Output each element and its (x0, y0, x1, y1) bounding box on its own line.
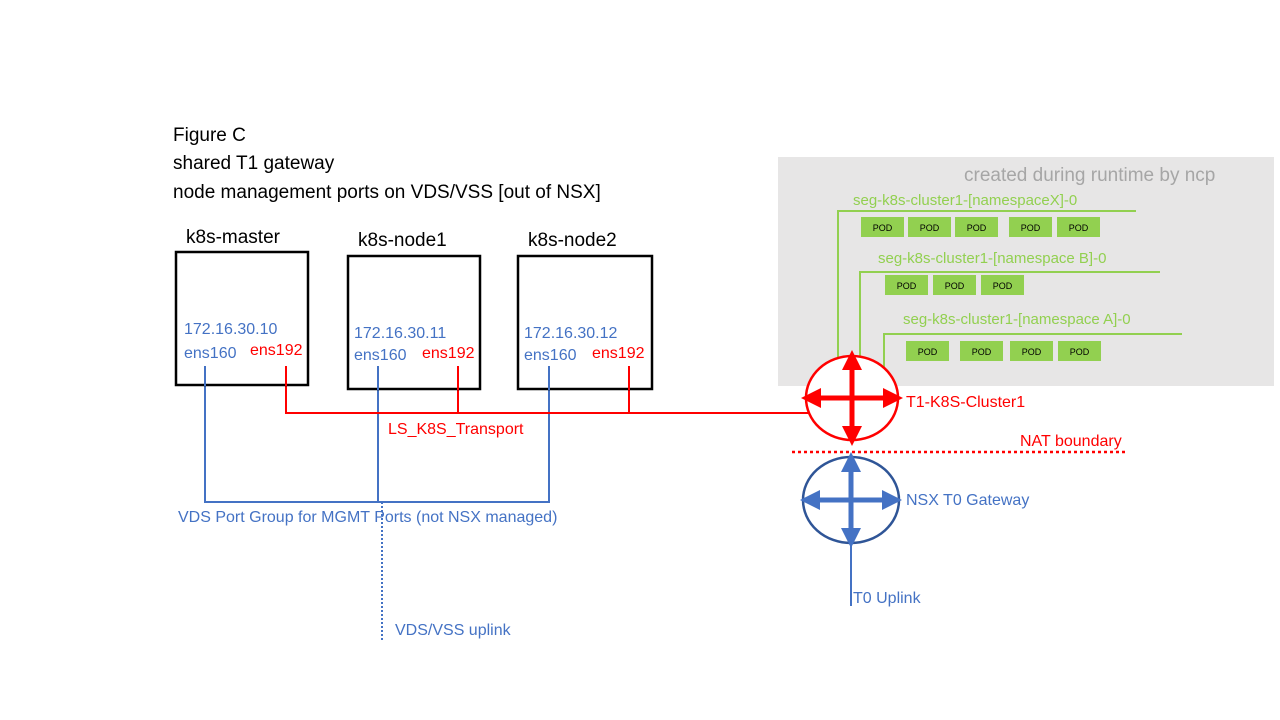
pod-label: POD (918, 347, 938, 357)
pod (885, 275, 928, 295)
pod-label: POD (972, 347, 992, 357)
node-mgmt-interface: ens160 (184, 345, 237, 362)
pod-label: POD (897, 281, 917, 291)
pod-label: POD (1070, 347, 1090, 357)
node-interface-stubs (204, 366, 630, 390)
figure-title-line2: shared T1 gateway (173, 153, 335, 174)
pod-label: POD (1069, 223, 1089, 233)
pod (1009, 217, 1052, 237)
pod-label: POD (967, 223, 987, 233)
node-ip: 172.16.30.11 (354, 325, 446, 342)
node-mgmt-interface: ens160 (524, 347, 577, 364)
segment-namespace-x: seg-k8s-cluster1-[namespaceX]-0 POD POD … (837, 192, 1136, 392)
pod (906, 341, 949, 361)
pod-label: POD (920, 223, 940, 233)
pod (981, 275, 1024, 295)
segment-line (837, 210, 1136, 392)
transport-network-label: LS_K8S_Transport (388, 421, 524, 438)
node-transport-interface: ens192 (592, 345, 645, 362)
node-k8s-master: k8s-master 172.16.30.10 ens160 ens192 (174, 227, 310, 387)
t0-gateway: NSX T0 Gateway (800, 452, 1029, 548)
pod-label: POD (1021, 223, 1041, 233)
nat-boundary-label: NAT boundary (1020, 433, 1122, 450)
pod (908, 217, 951, 237)
t1-gateway-label: T1-K8S-Cluster1 (906, 394, 1025, 411)
vds-uplink-label: VDS/VSS uplink (395, 622, 512, 639)
node-box (516, 254, 654, 391)
node-name: k8s-master (186, 227, 281, 248)
node-name: k8s-node1 (358, 230, 447, 251)
node-k8s-node1: k8s-node1 172.16.30.11 ens160 ens192 (346, 230, 482, 391)
node-box (174, 250, 310, 387)
mgmt-network: VDS Port Group for MGMT Ports (not NSX m… (178, 366, 557, 640)
node-mgmt-interface: ens160 (354, 347, 407, 364)
pod-label: POD (993, 281, 1013, 291)
t0-uplink-label: T0 Uplink (853, 590, 922, 607)
runtime-area-label: created during runtime by ncp (964, 165, 1215, 186)
node-ip: 172.16.30.10 (184, 321, 278, 338)
node-k8s-node2: k8s-node2 172.16.30.12 ens160 ens192 (516, 230, 654, 391)
node-name: k8s-node2 (528, 230, 617, 251)
node-box (346, 254, 482, 391)
figure-title-line3: node management ports on VDS/VSS [out of… (173, 182, 601, 203)
segment-label: seg-k8s-cluster1-[namespaceX]-0 (853, 192, 1077, 209)
pod (1058, 341, 1101, 361)
pod-label: POD (945, 281, 965, 291)
node-transport-interface: ens192 (422, 345, 475, 362)
pod-label: POD (1022, 347, 1042, 357)
pod (933, 275, 976, 295)
figure-title: Figure C shared T1 gateway node manageme… (173, 125, 601, 203)
node-ip: 172.16.30.12 (524, 325, 618, 342)
segment-label: seg-k8s-cluster1-[namespace A]-0 (903, 311, 1131, 328)
figure-title-line1: Figure C (173, 125, 246, 146)
t1-gateway: T1-K8S-Cluster1 (801, 350, 1025, 446)
pod (960, 341, 1003, 361)
mgmt-network-label: VDS Port Group for MGMT Ports (not NSX m… (178, 509, 557, 526)
t0-gateway-label: NSX T0 Gateway (906, 492, 1029, 509)
segment-label: seg-k8s-cluster1-[namespace B]-0 (878, 250, 1106, 267)
node-transport-interface: ens192 (250, 342, 303, 359)
pod-label: POD (873, 223, 893, 233)
runtime-area: created during runtime by ncp seg-k8s-cl… (778, 157, 1274, 392)
pod (1010, 341, 1053, 361)
pod (861, 217, 904, 237)
pod (1057, 217, 1100, 237)
pod (955, 217, 998, 237)
